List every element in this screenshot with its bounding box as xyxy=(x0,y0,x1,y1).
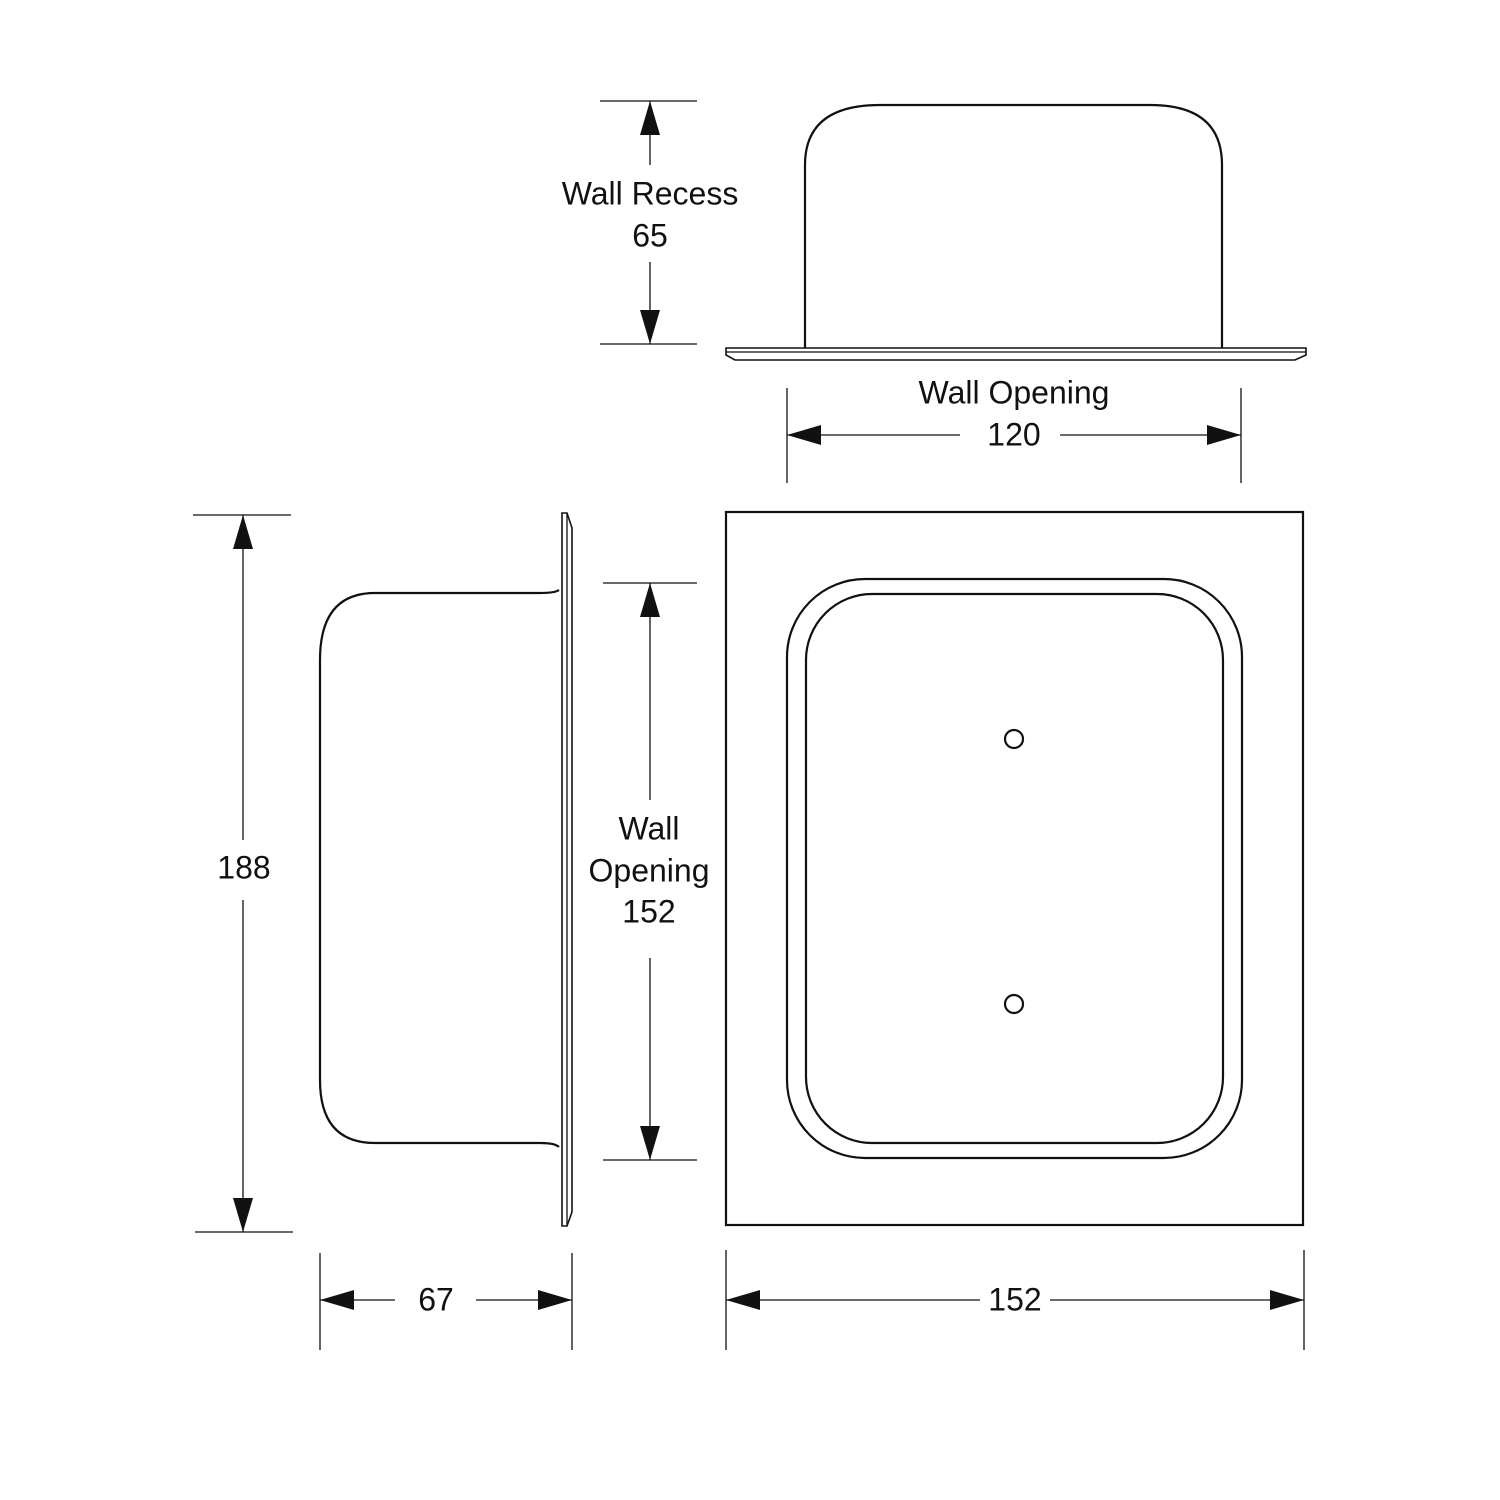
mounting-hole xyxy=(1003,728,1025,750)
side-view-body xyxy=(318,589,560,1148)
arrowhead xyxy=(320,1290,354,1310)
arrowhead xyxy=(787,425,821,445)
arrowhead xyxy=(640,583,660,617)
side-view: 188 67 xyxy=(193,512,573,1350)
arrowhead xyxy=(640,310,660,344)
front-opening-label-1: Wall xyxy=(618,810,679,846)
top-view-body xyxy=(803,103,1224,348)
arrowhead xyxy=(538,1290,572,1310)
front-opening-value: 152 xyxy=(622,893,675,929)
width-value: 152 xyxy=(988,1281,1041,1317)
top-view-flange xyxy=(725,347,1307,361)
top-opening-value: 120 xyxy=(987,416,1040,452)
height-value: 188 xyxy=(217,849,270,885)
arrowhead xyxy=(640,101,660,135)
front-view-inner-recess xyxy=(804,592,1225,1145)
depth-value: 67 xyxy=(418,1281,454,1317)
top-view: Wall Recess 65 Wall Opening 120 xyxy=(562,100,1307,483)
front-view: Wall Opening 152 152 xyxy=(589,510,1305,1350)
recess-label: Wall Recess xyxy=(562,175,739,211)
arrowhead xyxy=(1270,1290,1304,1310)
arrowhead xyxy=(233,1198,253,1232)
front-view-outer-recess xyxy=(785,577,1244,1160)
front-opening-label-2: Opening xyxy=(589,852,710,888)
top-opening-label: Wall Opening xyxy=(919,374,1110,410)
front-view-flange xyxy=(724,510,1305,1227)
arrowhead xyxy=(1207,425,1241,445)
arrowhead xyxy=(233,515,253,549)
recess-value: 65 xyxy=(632,217,668,253)
arrowhead xyxy=(640,1126,660,1160)
mounting-hole xyxy=(1003,993,1025,1015)
arrowhead xyxy=(726,1290,760,1310)
